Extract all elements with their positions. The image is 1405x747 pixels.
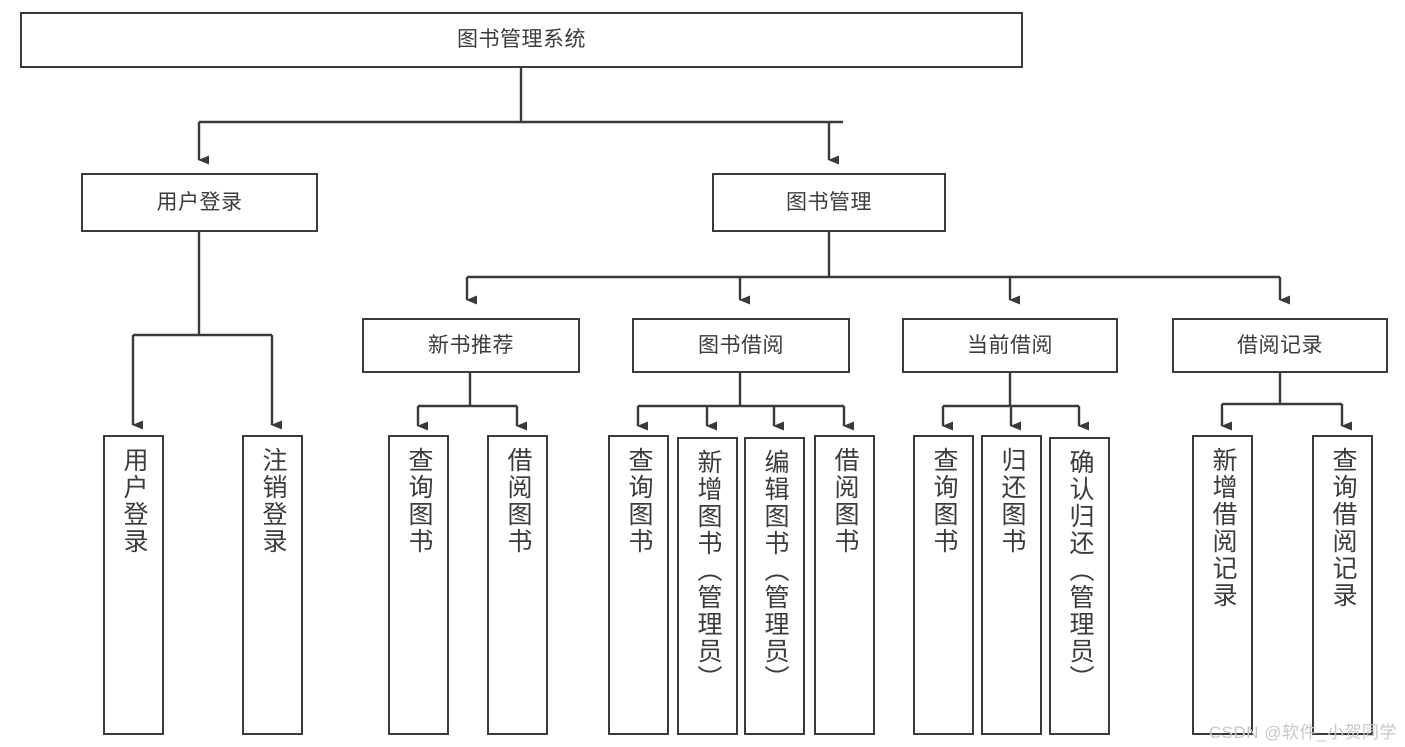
node-user-login[interactable]: 用户登录 xyxy=(81,173,318,232)
leaf-user-login-signin[interactable]: 用户登录 xyxy=(103,435,164,735)
leaf-label: 新增图书（管理员） xyxy=(694,449,722,692)
leaf-label: 编辑图书（管理员） xyxy=(761,449,789,692)
leaf-current-borrow-query[interactable]: 查询图书 xyxy=(913,435,974,735)
leaf-label: 归还图书 xyxy=(998,447,1026,555)
node-borrow-record-label: 借阅记录 xyxy=(1237,333,1323,357)
node-new-book-recommend[interactable]: 新书推荐 xyxy=(362,318,580,373)
node-book-borrow-label: 图书借阅 xyxy=(698,333,784,357)
leaf-book-borrow-query[interactable]: 查询图书 xyxy=(608,435,669,735)
leaf-current-borrow-confirm[interactable]: 确认归还（管理员） xyxy=(1049,437,1110,735)
leaf-book-borrow-add[interactable]: 新增图书（管理员） xyxy=(677,437,738,735)
node-user-login-label: 用户登录 xyxy=(156,190,243,214)
node-root[interactable]: 图书管理系统 xyxy=(20,12,1023,68)
node-current-borrow[interactable]: 当前借阅 xyxy=(902,318,1118,373)
node-borrow-record[interactable]: 借阅记录 xyxy=(1172,318,1388,373)
leaf-label: 注销登录 xyxy=(259,447,287,555)
leaf-label: 查询图书 xyxy=(930,447,958,555)
leaf-new-book-borrow[interactable]: 借阅图书 xyxy=(487,435,548,735)
leaf-label: 借阅图书 xyxy=(504,447,532,555)
leaf-book-borrow-lend[interactable]: 借阅图书 xyxy=(814,435,875,735)
node-book-borrow[interactable]: 图书借阅 xyxy=(632,318,850,373)
leaf-label: 新增借阅记录 xyxy=(1209,447,1237,609)
node-current-borrow-label: 当前借阅 xyxy=(967,333,1053,357)
watermark: CSDN @软件_小贺同学 xyxy=(1208,723,1397,742)
node-book-management-label: 图书管理 xyxy=(786,190,872,214)
leaf-label: 用户登录 xyxy=(120,447,148,555)
leaf-new-book-query[interactable]: 查询图书 xyxy=(388,435,449,735)
leaf-borrow-record-add[interactable]: 新增借阅记录 xyxy=(1192,435,1253,735)
leaf-label: 借阅图书 xyxy=(831,447,859,555)
node-root-label: 图书管理系统 xyxy=(457,28,586,52)
node-new-book-recommend-label: 新书推荐 xyxy=(428,333,514,357)
node-book-management[interactable]: 图书管理 xyxy=(712,173,946,232)
leaf-current-borrow-return[interactable]: 归还图书 xyxy=(981,435,1042,735)
leaf-label: 查询图书 xyxy=(625,447,653,555)
leaf-label: 确认归还（管理员） xyxy=(1066,449,1094,692)
leaf-label: 查询借阅记录 xyxy=(1329,447,1357,609)
leaf-label: 查询图书 xyxy=(405,447,433,555)
leaf-user-login-signout[interactable]: 注销登录 xyxy=(242,435,303,735)
leaf-book-borrow-edit[interactable]: 编辑图书（管理员） xyxy=(744,437,805,735)
leaf-borrow-record-query[interactable]: 查询借阅记录 xyxy=(1312,435,1373,735)
